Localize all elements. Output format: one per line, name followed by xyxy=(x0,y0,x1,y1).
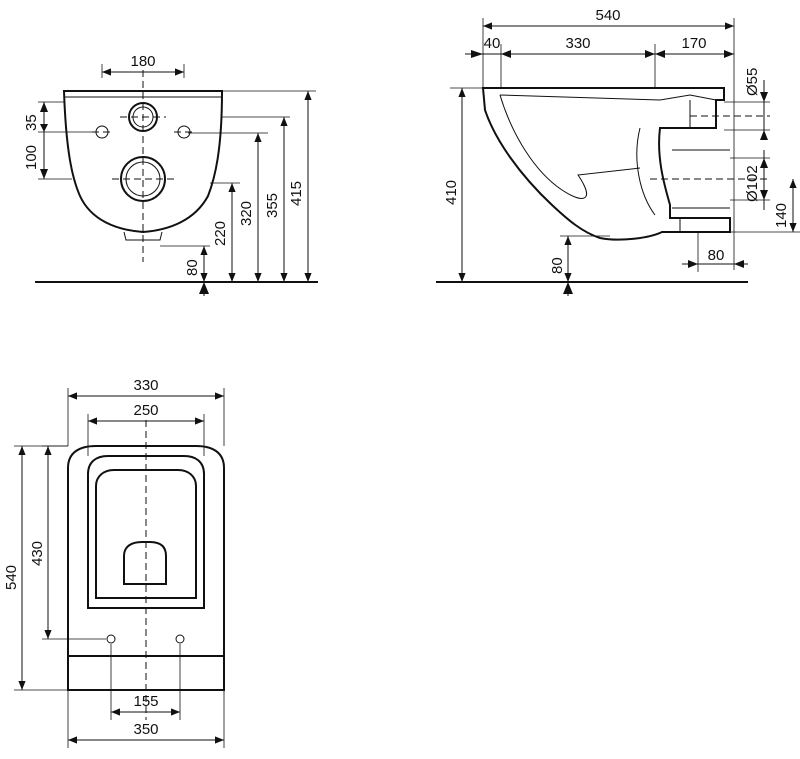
dim-170: 170 xyxy=(681,35,706,52)
dim-180: 180 xyxy=(130,53,155,70)
front-body-outline xyxy=(62,90,224,234)
top-seat-outline xyxy=(87,455,205,609)
top-drain xyxy=(123,541,167,585)
top-bowl-opening xyxy=(95,469,197,599)
dim-540-top: 540 xyxy=(3,565,20,590)
dim-155: 155 xyxy=(133,693,158,710)
dim-330-top: 330 xyxy=(133,377,158,394)
dim-415: 415 xyxy=(288,181,305,206)
dim-220: 220 xyxy=(212,221,229,246)
dim-330: 330 xyxy=(565,35,590,52)
dim-d55: Ø55 xyxy=(744,68,761,96)
top-view: 330 250 540 430 155 350 xyxy=(3,377,225,748)
side-body-outline xyxy=(481,87,731,241)
dim-80-side-floor: 80 xyxy=(549,257,566,274)
dim-140: 140 xyxy=(773,203,790,228)
front-view: 180 35 100 80 220 320 355 415 xyxy=(23,53,318,296)
dim-35: 35 xyxy=(23,114,40,131)
dim-80-front: 80 xyxy=(184,259,201,276)
side-view: 540 40 330 170 Ø55 410 Ø102 140 xyxy=(436,7,800,296)
dim-80-outlet: 80 xyxy=(708,247,725,264)
dim-d102: Ø102 xyxy=(744,165,761,202)
dim-540-side: 540 xyxy=(595,7,620,24)
top-bolt-right xyxy=(175,634,185,644)
dim-250: 250 xyxy=(133,402,158,419)
dim-100: 100 xyxy=(23,145,40,170)
dim-410: 410 xyxy=(443,180,460,205)
dim-320: 320 xyxy=(238,201,255,226)
dim-355: 355 xyxy=(264,193,281,218)
dim-430: 430 xyxy=(29,541,46,566)
top-body-outline xyxy=(67,445,225,691)
front-outlet-circle xyxy=(120,156,166,202)
top-bolt-left xyxy=(106,634,116,644)
dim-350: 350 xyxy=(133,721,158,738)
dim-40: 40 xyxy=(484,35,501,52)
